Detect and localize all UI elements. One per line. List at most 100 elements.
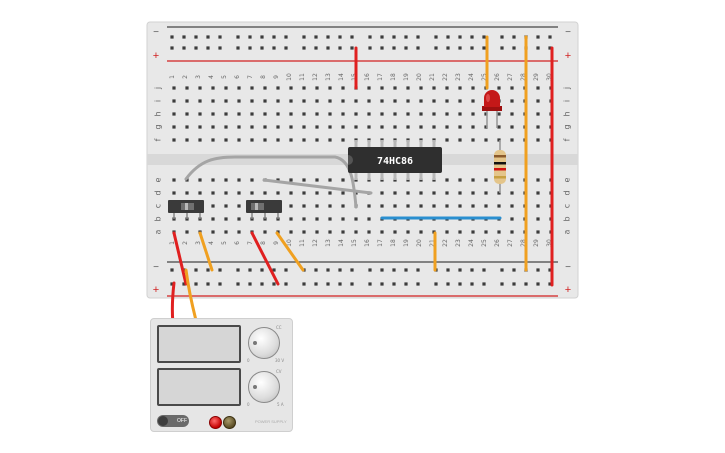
hole[interactable] xyxy=(368,46,372,50)
current-knob[interactable] xyxy=(248,371,280,403)
hole[interactable] xyxy=(484,230,488,234)
hole[interactable] xyxy=(458,138,462,142)
hole[interactable] xyxy=(393,204,397,208)
hole[interactable] xyxy=(198,112,202,116)
hole[interactable] xyxy=(482,282,486,286)
hole[interactable] xyxy=(185,138,189,142)
hole[interactable] xyxy=(380,230,384,234)
hole[interactable] xyxy=(315,86,319,90)
hole[interactable] xyxy=(406,99,410,103)
hole[interactable] xyxy=(302,125,306,129)
hole[interactable] xyxy=(445,86,449,90)
red-wire[interactable] xyxy=(172,231,188,286)
hole[interactable] xyxy=(471,178,475,182)
hole[interactable] xyxy=(471,86,475,90)
hole[interactable] xyxy=(260,268,264,272)
hole[interactable] xyxy=(510,191,514,195)
hole[interactable] xyxy=(341,204,345,208)
hole[interactable] xyxy=(328,178,332,182)
hole[interactable] xyxy=(172,99,176,103)
hole[interactable] xyxy=(211,217,215,221)
hole[interactable] xyxy=(393,191,397,195)
hole[interactable] xyxy=(350,35,354,39)
hole[interactable] xyxy=(338,282,342,286)
hole[interactable] xyxy=(392,268,396,272)
hole[interactable] xyxy=(445,230,449,234)
hole[interactable] xyxy=(185,230,189,234)
hole[interactable] xyxy=(182,35,186,39)
hole[interactable] xyxy=(446,46,450,50)
hole[interactable] xyxy=(289,191,293,195)
hole[interactable] xyxy=(250,86,254,90)
hole[interactable] xyxy=(471,99,475,103)
hole[interactable] xyxy=(500,282,504,286)
hole[interactable] xyxy=(237,99,241,103)
hole[interactable] xyxy=(484,178,488,182)
hole[interactable] xyxy=(185,191,189,195)
hole[interactable] xyxy=(380,99,384,103)
hole[interactable] xyxy=(434,46,438,50)
hole[interactable] xyxy=(328,125,332,129)
hole[interactable] xyxy=(392,282,396,286)
hole[interactable] xyxy=(328,138,332,142)
hole[interactable] xyxy=(380,282,384,286)
hole[interactable] xyxy=(432,86,436,90)
hole[interactable] xyxy=(326,35,330,39)
hole[interactable] xyxy=(263,138,267,142)
hole[interactable] xyxy=(458,191,462,195)
hole[interactable] xyxy=(393,230,397,234)
hole[interactable] xyxy=(260,35,264,39)
hole[interactable] xyxy=(315,204,319,208)
hole[interactable] xyxy=(380,86,384,90)
hole[interactable] xyxy=(482,46,486,50)
hole[interactable] xyxy=(341,217,345,221)
hole[interactable] xyxy=(471,112,475,116)
hole[interactable] xyxy=(263,86,267,90)
hole[interactable] xyxy=(368,35,372,39)
hole[interactable] xyxy=(326,268,330,272)
hole[interactable] xyxy=(419,230,423,234)
power-toggle[interactable]: OFF xyxy=(157,415,189,427)
hole[interactable] xyxy=(380,204,384,208)
hole[interactable] xyxy=(458,230,462,234)
hole[interactable] xyxy=(338,268,342,272)
hole[interactable] xyxy=(432,125,436,129)
hole[interactable] xyxy=(211,204,215,208)
hole[interactable] xyxy=(497,191,501,195)
hole[interactable] xyxy=(512,46,516,50)
hole[interactable] xyxy=(194,46,198,50)
hole[interactable] xyxy=(432,99,436,103)
hole[interactable] xyxy=(237,204,241,208)
hole[interactable] xyxy=(406,230,410,234)
hole[interactable] xyxy=(250,178,254,182)
hole[interactable] xyxy=(470,35,474,39)
gray-wire[interactable] xyxy=(184,155,358,209)
hole[interactable] xyxy=(211,112,215,116)
hole[interactable] xyxy=(198,125,202,129)
hole[interactable] xyxy=(510,86,514,90)
hole[interactable] xyxy=(416,282,420,286)
hole[interactable] xyxy=(354,230,358,234)
hole[interactable] xyxy=(302,204,306,208)
hole[interactable] xyxy=(315,112,319,116)
hole[interactable] xyxy=(263,230,267,234)
hole[interactable] xyxy=(445,99,449,103)
hole[interactable] xyxy=(445,112,449,116)
hole[interactable] xyxy=(276,191,280,195)
hole[interactable] xyxy=(182,46,186,50)
hole[interactable] xyxy=(218,282,222,286)
hole[interactable] xyxy=(458,268,462,272)
hole[interactable] xyxy=(419,191,423,195)
hole[interactable] xyxy=(510,230,514,234)
hole[interactable] xyxy=(446,282,450,286)
hole[interactable] xyxy=(368,268,372,272)
hole[interactable] xyxy=(315,217,319,221)
hole[interactable] xyxy=(289,86,293,90)
slide-switch[interactable] xyxy=(168,200,204,219)
hole[interactable] xyxy=(198,99,202,103)
hole[interactable] xyxy=(497,138,501,142)
hole[interactable] xyxy=(350,46,354,50)
hole[interactable] xyxy=(536,86,540,90)
hole[interactable] xyxy=(536,230,540,234)
hole[interactable] xyxy=(419,112,423,116)
